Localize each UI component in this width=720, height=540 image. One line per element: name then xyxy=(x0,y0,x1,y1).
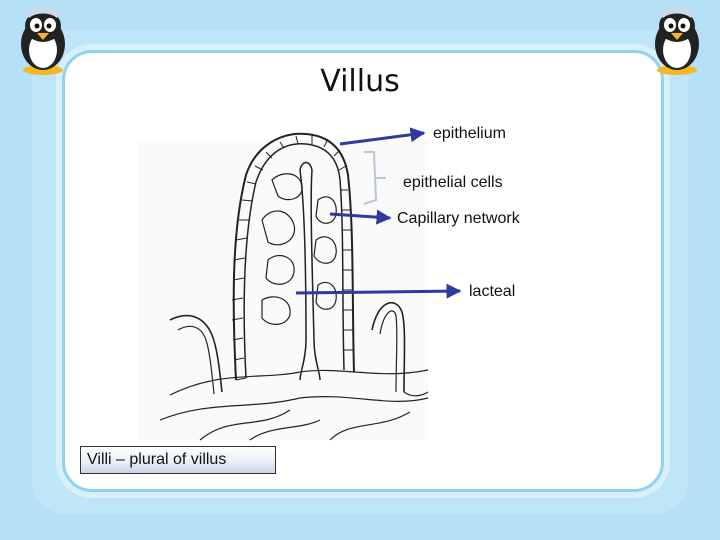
arrow-lacteal xyxy=(295,283,462,299)
caption-box: Villi – plural of villus xyxy=(80,446,276,474)
label-epithelium: epithelium xyxy=(433,125,506,142)
slide-title: Villus xyxy=(320,64,400,99)
villus-illustration xyxy=(138,132,429,441)
arrow-epithelium xyxy=(339,127,426,146)
penguin-icon xyxy=(21,8,65,75)
arrow-capillary-network xyxy=(329,209,392,225)
caption-text: Villi – plural of villus xyxy=(87,451,227,468)
label-epithelial-cells: epithelial cells xyxy=(403,174,503,191)
label-lacteal: lacteal xyxy=(469,283,516,300)
penguin-icon xyxy=(655,8,699,75)
epithelial-cells-brace xyxy=(363,151,386,205)
label-capillary-network: Capillary network xyxy=(397,210,520,227)
